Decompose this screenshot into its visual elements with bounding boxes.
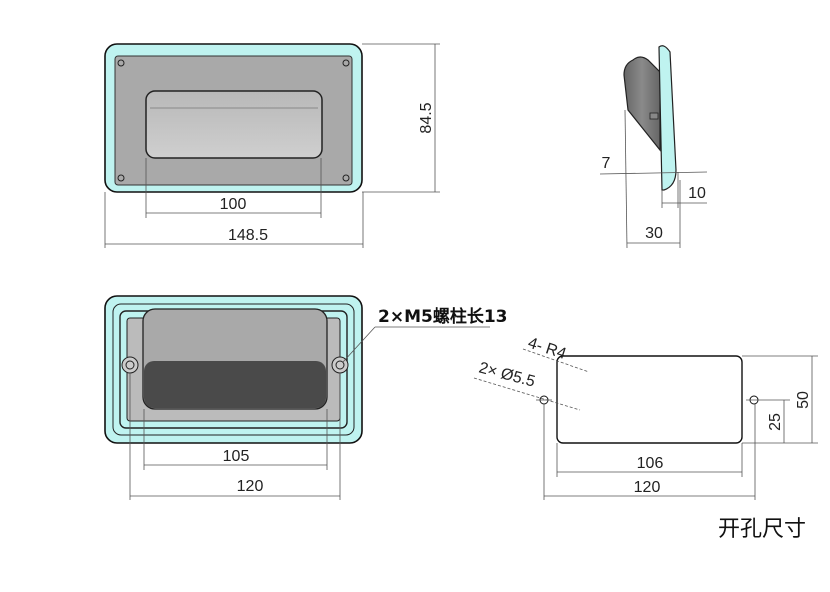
dim-recess-width: 100 <box>220 196 247 213</box>
stud-note: 2×M5螺柱长13 <box>378 306 507 327</box>
dim-overall-width: 148.5 <box>228 227 268 244</box>
dim-50: 50 <box>795 391 812 409</box>
side-view: 7 10 30 <box>599 45 708 249</box>
corner-screws <box>117 59 350 182</box>
handle-body <box>623 56 661 152</box>
dim-106: 106 <box>637 455 664 472</box>
flange-edge <box>658 45 677 191</box>
stud-left <box>121 356 139 374</box>
cutout-rect <box>556 355 743 444</box>
dim-hole-spacing: 120 <box>634 479 661 496</box>
dim-120: 120 <box>237 478 264 495</box>
handle-cup-shadow <box>144 361 326 408</box>
dim-7: 7 <box>602 155 611 172</box>
hole-note: 2× Ø5.5 <box>477 359 537 390</box>
front-view: 100 148.5 84.5 <box>104 43 440 248</box>
handle-recess <box>145 90 323 159</box>
radius-note: 4- R4 <box>526 335 569 363</box>
dim-10: 10 <box>688 185 706 202</box>
cutout-view: 4- R4 2× Ø5.5 106 120 50 25 开孔尺寸 <box>473 335 818 542</box>
dim-105: 105 <box>223 448 250 465</box>
cutout-title: 开孔尺寸 <box>718 517 806 542</box>
dim-30: 30 <box>645 225 663 242</box>
dim-overall-height: 84.5 <box>418 102 435 133</box>
dim-25: 25 <box>767 413 784 431</box>
back-view: 2×M5螺柱长13 105 120 <box>104 295 507 500</box>
